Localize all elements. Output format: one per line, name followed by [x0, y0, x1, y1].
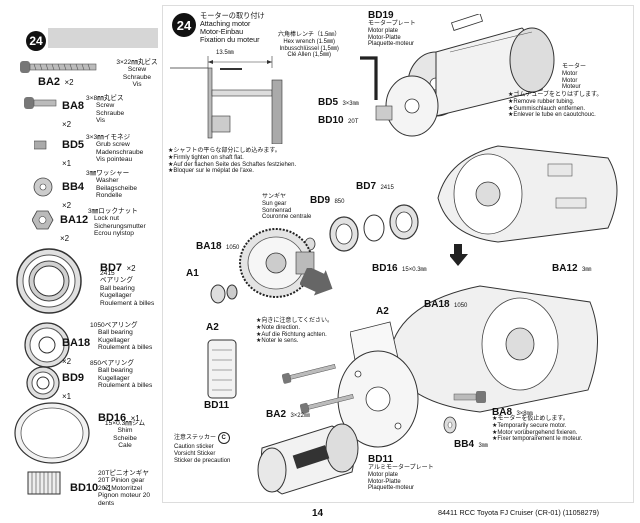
ba12-label: BA12 3㎜ [552, 263, 592, 274]
part-bd7-desc: 2415 ベアリング Ball bearing Kugellager Roule… [100, 270, 155, 307]
part-bd16-desc: 15×0.3㎜シム Shim Scheibe Cale [104, 420, 146, 450]
bd11-bottom-label: BD11 アルミモータープレート Motor plate Motor-Platt… [368, 454, 434, 492]
remove-tube-note: ★ゴムチューブをとりはずします。 ★Remove rubber tubing. … [508, 92, 603, 119]
pinion-gear-illustration [27, 471, 61, 495]
gearbox-housing-illustration [437, 145, 618, 243]
sun-gear-label: サンギヤ Sun gear Sonnenrad Couronne central… [262, 194, 312, 221]
part-bb4: BB4 ×2 [62, 181, 85, 210]
screw-illustration-ba2 [20, 61, 97, 73]
part-ba2: BA2 ×2 [38, 76, 74, 88]
hex-wrench-label: 六角棒レンチ（1.5㎜） Hex wrench (1.5㎜) Inbusschl… [278, 32, 341, 59]
direction-note: ★向きに注意してください。 ★Note direction. ★Auf die … [256, 318, 334, 345]
temp-secure-note: ★モーターを仮止めします。 ★Temporarily secure motor.… [492, 416, 583, 443]
ba2-label: BA2 3×22㎜ [266, 409, 310, 420]
bd16-label: BD16 15×0.3㎜ [372, 263, 427, 274]
assembly-arrow-icon [300, 268, 333, 296]
a1-bearing-washers [210, 284, 238, 304]
bearing-illustration-bd7 [16, 248, 82, 314]
part-ba8-desc: 3×8㎜丸ビス Screw Schraube Vis [86, 95, 125, 125]
step-badge-main: 24 [172, 13, 196, 37]
part-bd5: BD5 ×1 [62, 139, 85, 168]
part-ba18-desc: 1050ベアリング Ball bearing Kugellager Roulem… [90, 322, 153, 352]
manual-footer: 84411 RCC Toyota FJ Cruiser (CR-01) (110… [438, 508, 599, 517]
motor-label: モーター Motor Motor Moteur [562, 64, 587, 91]
grub-screw-illustration [34, 140, 47, 150]
bearing-stack-illustration [304, 204, 419, 252]
caution-sticker-mark: C [217, 432, 230, 444]
lock-nut-illustration [32, 210, 54, 230]
part-ba12-desc: 3㎜ロックナット Lock nut Sicherungsmutter Ecrou… [88, 208, 146, 238]
part-bd10: BD10 ×1 [70, 482, 112, 494]
bd10-label: BD10 20T [318, 115, 359, 126]
page-number: 14 [312, 508, 324, 519]
part-bd5-desc: 3×3㎜イモネジ Grub screw Madenschraube Vis po… [86, 134, 144, 164]
ba18-label: BA18 1050 [196, 241, 240, 252]
bd9-label: BD9 850 [310, 195, 345, 206]
part-bd7: BD7 ×2 [100, 262, 136, 274]
motor-illustration-bottom [257, 423, 359, 495]
washer-bb4-illustration [443, 416, 457, 434]
screw-ba2-illustration-2 [300, 393, 354, 414]
part-ba12: BA12 ×2 [60, 214, 89, 243]
part-bd16: BD16 ×1 [98, 412, 140, 424]
parts-header-bar [48, 28, 158, 48]
a2-plate-illustration [207, 339, 237, 399]
bd11-left-label: BD11 [204, 400, 230, 411]
part-bd9-desc: 850ベアリング Ball bearing Kugellager Rouleme… [90, 360, 153, 390]
bearing-illustration-bd9 [26, 366, 60, 400]
shaft-dimension-inset [170, 56, 283, 144]
bd19-label: BD19 モータープレート Motor plate Motor-Platte P… [368, 10, 416, 48]
dimension-label: 13.5㎜ [216, 50, 234, 56]
screw-illustration-ba8 [24, 97, 57, 109]
screw-ba8-illustration [453, 391, 486, 403]
part-ba8: BA8 ×2 [62, 100, 85, 129]
bearing-illustration-ba18 [24, 322, 70, 368]
step-badge: 24 [26, 31, 46, 51]
bd7-label: BD7 2415 [356, 181, 394, 192]
a2-mid-label: A2 [376, 306, 389, 317]
shaft-note: ★シャフトの平らな部分にしめ込みます。 ★Firmly tighten on s… [168, 148, 297, 175]
attach-motor-heading: モーターの取り付け Attaching motor Motor-Einbau F… [200, 11, 265, 44]
part-bb4-desc: 3㎜ワッシャー Washer Beilagscheibe Rondelle [86, 170, 138, 200]
shim-illustration [14, 402, 90, 464]
part-ba18: BA18 ×2 [62, 337, 91, 366]
part-ba2-desc: 3×22㎜丸ビス Screw Schraube Vis [116, 59, 158, 89]
direction-arrow-icon [450, 244, 468, 266]
washer-illustration [33, 177, 53, 197]
ba8-label: BA8 3×8㎜ [492, 407, 533, 418]
part-bd9: BD9 ×1 [62, 372, 85, 401]
ba18-right-label: BA18 1050 [424, 299, 468, 310]
motor-plate-illustration [375, 75, 439, 137]
part-bd10-desc: 20Tピニオンギヤ 20T Pinion gear 20Z Motorritze… [98, 470, 151, 507]
screw-ba2-illustration [282, 363, 336, 384]
a1-label: A1 [186, 268, 199, 279]
bb4-label: BB4 3㎜ [454, 439, 488, 450]
a2-left-label: A2 [206, 322, 219, 333]
bd5-label: BD5 3×3㎜ [318, 97, 359, 108]
caution-sticker-label: 注意ステッカー C Caution sticker Vorsicht Stick… [174, 432, 230, 464]
hex-wrench-icon [360, 56, 378, 100]
